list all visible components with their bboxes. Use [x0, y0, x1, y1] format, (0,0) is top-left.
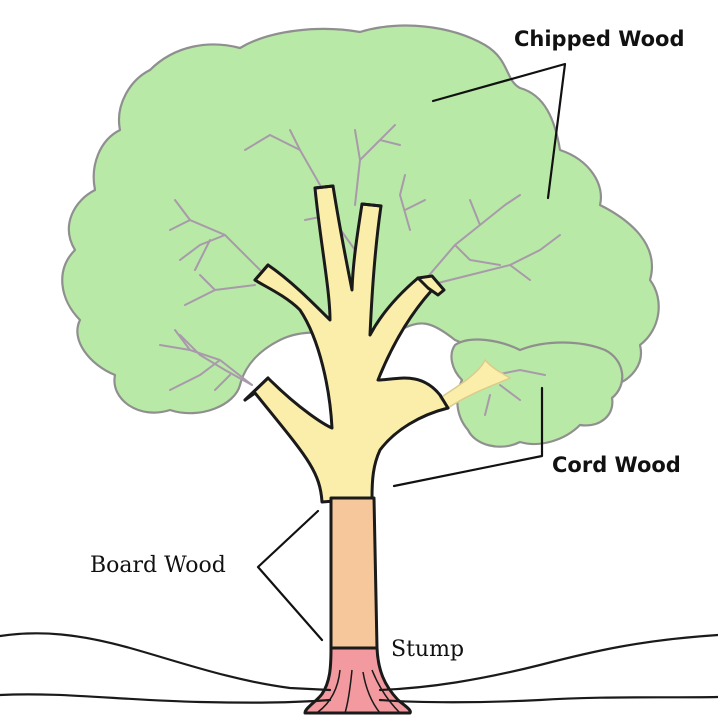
- board-wood-trunk: [331, 498, 377, 648]
- label-stump: Stump: [391, 637, 464, 662]
- canopy-lower-right-lobe: [451, 340, 622, 447]
- board-wood-leader: [258, 511, 322, 640]
- label-cord-wood: Cord Wood: [552, 453, 681, 477]
- label-board-wood: Board Wood: [90, 553, 226, 578]
- label-chipped-wood: Chipped Wood: [514, 27, 685, 51]
